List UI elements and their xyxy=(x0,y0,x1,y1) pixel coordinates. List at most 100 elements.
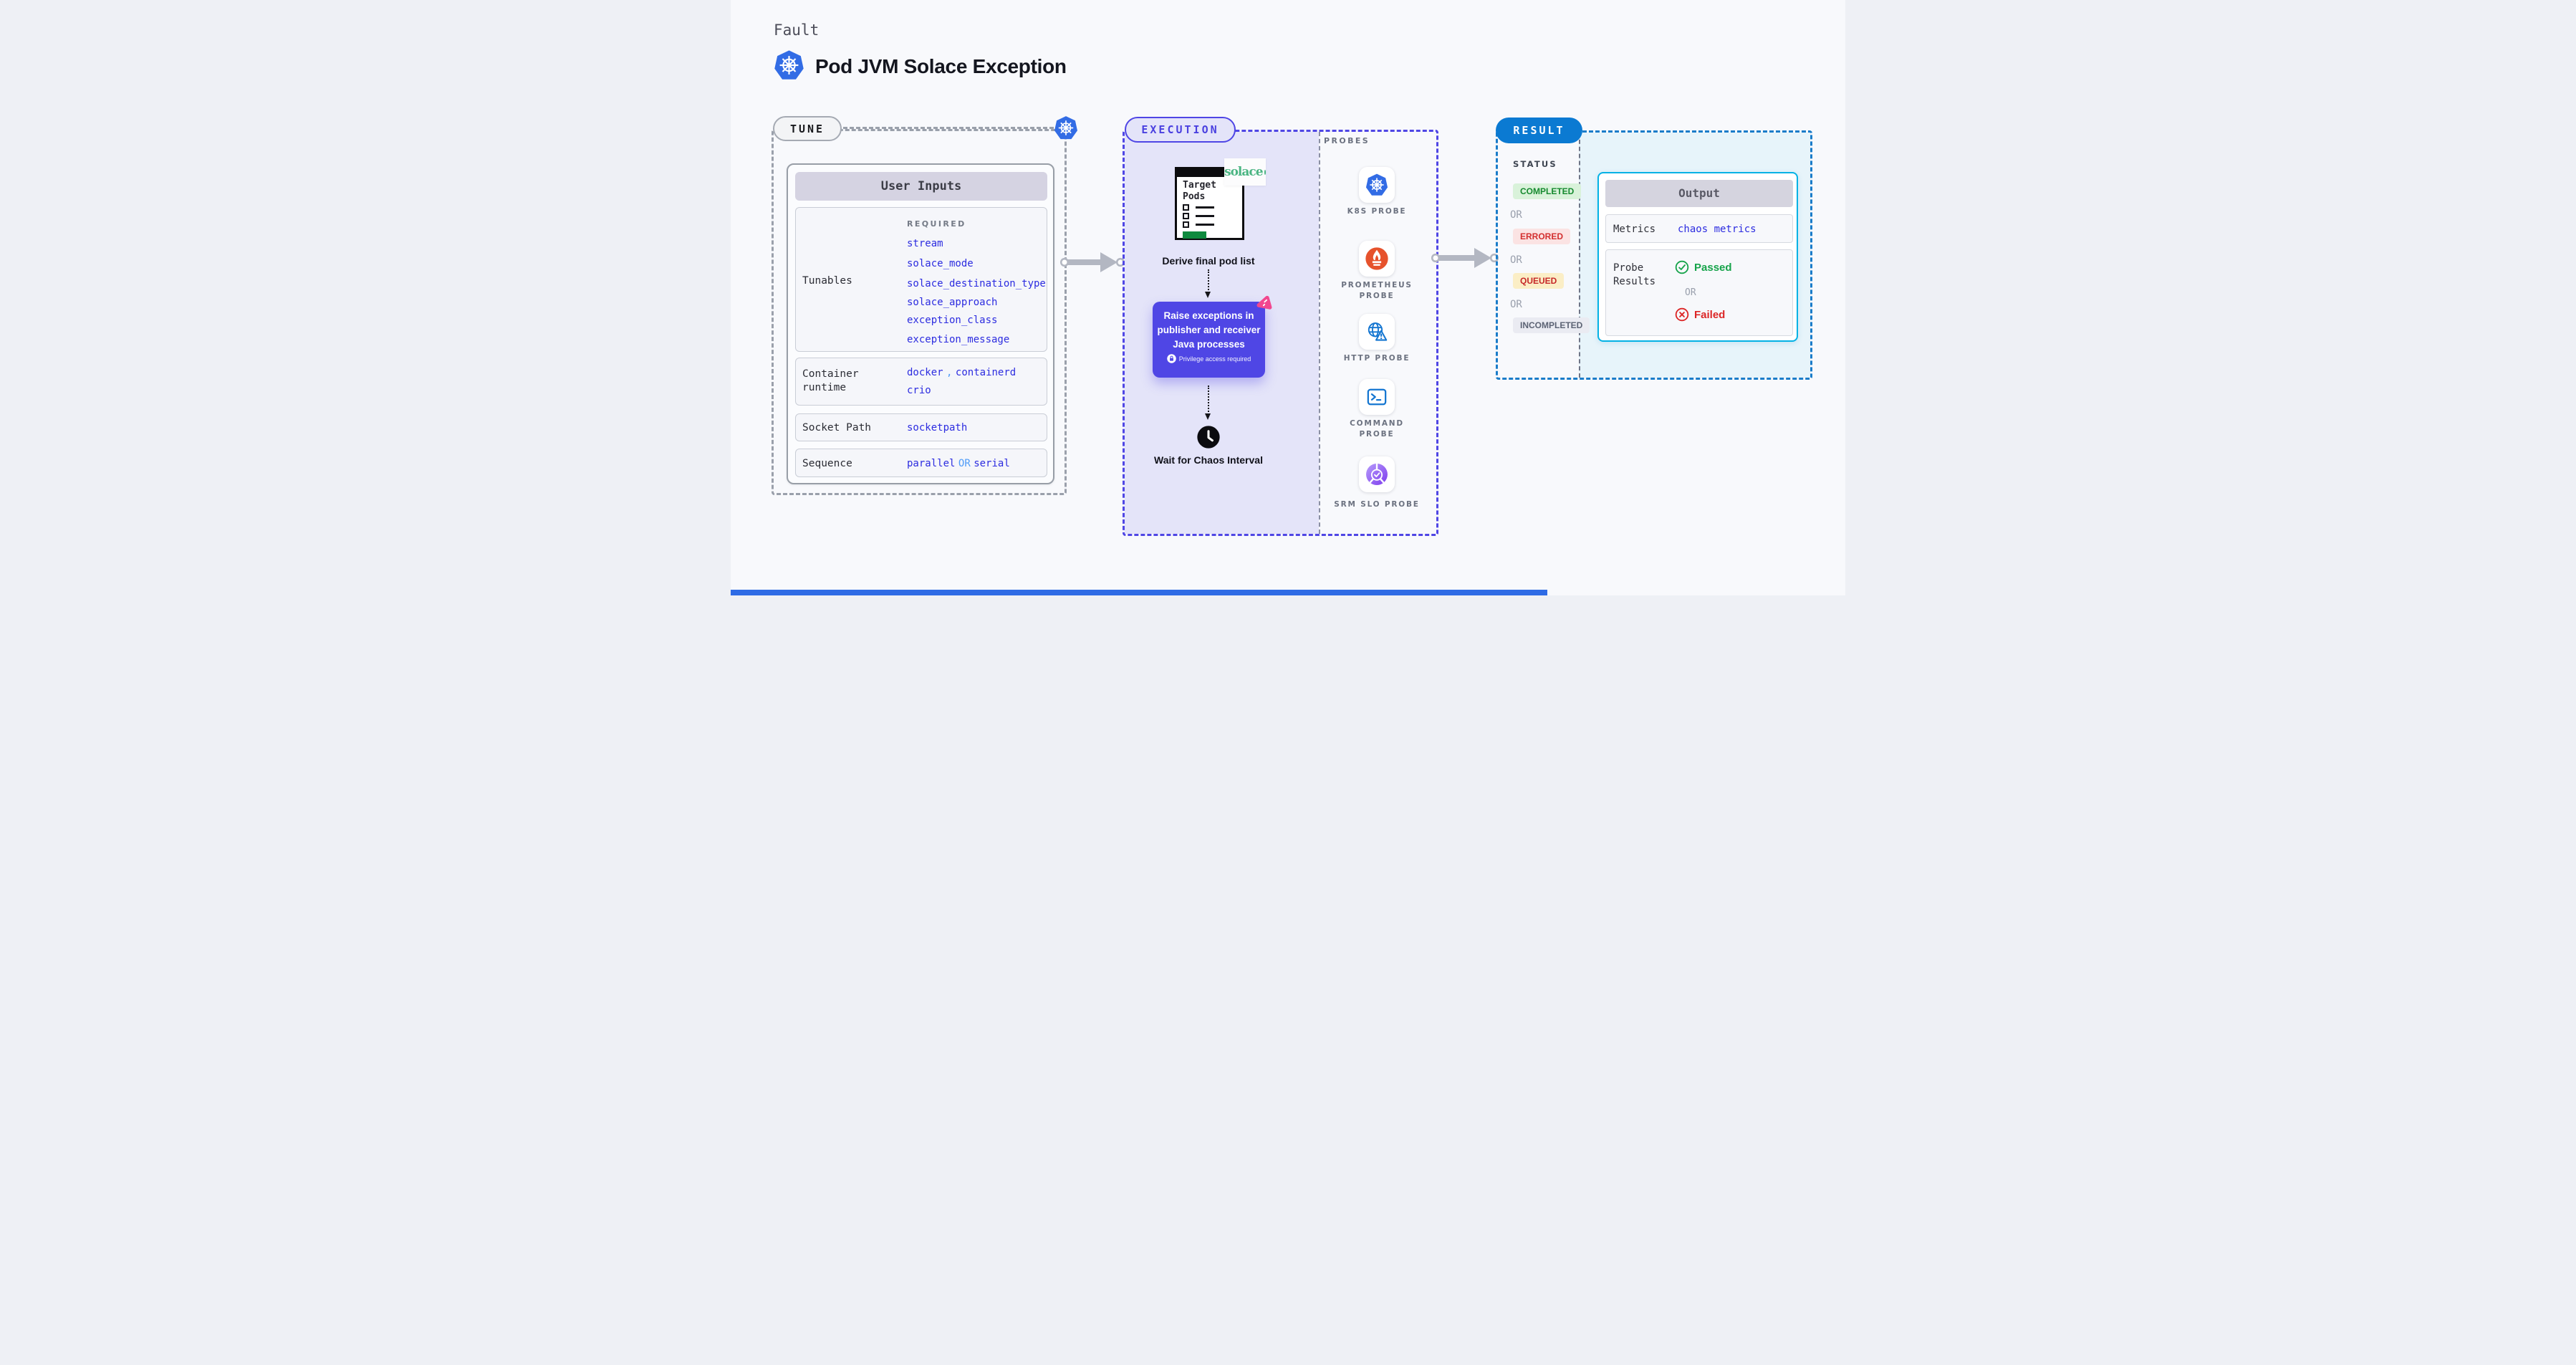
dotted-arrow-down xyxy=(1205,385,1211,420)
kubernetes-icon xyxy=(1054,115,1078,141)
step-wait-interval: Wait for Chaos Interval xyxy=(1154,454,1263,466)
probe-card-command xyxy=(1359,379,1395,415)
or-separator: OR xyxy=(1510,299,1522,310)
status-badge-errored: ERRORED xyxy=(1513,229,1571,244)
result-badge: RESULT xyxy=(1496,118,1582,143)
solace-logo-dot xyxy=(1264,169,1266,175)
step-derive-pod-list: Derive final pod list xyxy=(1162,255,1255,267)
execution-badge-label: EXECUTION xyxy=(1141,123,1219,136)
tunable-link-solace-mode[interactable]: solace_mode xyxy=(907,258,974,269)
status-badge-completed: COMPLETED xyxy=(1513,183,1582,199)
tunables-label: Tunables xyxy=(802,275,852,287)
check-circle-icon xyxy=(1675,260,1689,274)
diagram-canvas: Fault Pod JVM Solace Exception TUNE xyxy=(731,0,1845,595)
tunable-link-solace-approach[interactable]: solace_approach xyxy=(907,297,998,308)
probe-card-http xyxy=(1359,314,1395,350)
socket-path-label: Socket Path xyxy=(802,422,872,434)
slo-check-icon xyxy=(1365,462,1389,487)
chaos-action-box: Raise exceptions in publisher and receiv… xyxy=(1153,302,1265,378)
or-separator: OR xyxy=(1510,254,1522,266)
probe-label-http: HTTP PROBE xyxy=(1343,354,1410,363)
list-line xyxy=(1196,206,1214,209)
sequence-link-serial[interactable]: serial xyxy=(974,458,1010,469)
globe-warning-icon xyxy=(1365,320,1389,344)
checkbox-icon xyxy=(1183,213,1189,219)
target-pods-line1: Target xyxy=(1183,180,1216,191)
runtime-link-crio[interactable]: crio xyxy=(907,385,931,396)
kubernetes-icon xyxy=(1365,173,1388,196)
list-line xyxy=(1196,215,1214,217)
runtime-link-containerd[interactable]: containerd xyxy=(955,367,1017,378)
chaos-logo-icon xyxy=(1254,294,1273,314)
required-label: REQUIRED xyxy=(907,219,966,229)
dotted-arrow-down xyxy=(1205,269,1211,298)
socket-path-row: Socket Path socketpath xyxy=(795,413,1047,441)
execution-badge: EXECUTION xyxy=(1125,117,1236,143)
solace-logo-text: solace xyxy=(1224,165,1264,179)
status-badge-incompleted: INCOMPLETED xyxy=(1513,317,1590,333)
probe-card-srm-slo xyxy=(1359,456,1395,492)
fault-kicker: Fault xyxy=(774,21,820,39)
target-pods-line2: Pods xyxy=(1183,191,1206,202)
chaos-action-text: Raise exceptions in publisher and receiv… xyxy=(1157,310,1261,350)
tune-badge: TUNE xyxy=(773,116,842,141)
user-inputs-title: User Inputs xyxy=(795,172,1047,201)
metrics-label: Metrics xyxy=(1613,224,1656,235)
probe-label-srm-slo: SRM SLO PROBE xyxy=(1334,500,1420,509)
tune-badge-label: TUNE xyxy=(789,122,825,135)
prometheus-icon xyxy=(1365,246,1389,271)
kubernetes-icon xyxy=(774,49,804,82)
socket-path-link[interactable]: socketpath xyxy=(907,422,968,434)
tunable-link-solace-destination-type[interactable]: solace_destination_type xyxy=(907,278,1046,289)
container-runtime-row: Container runtime docker , containerd cr… xyxy=(795,358,1047,406)
solace-logo: solace xyxy=(1224,158,1266,186)
result-badge-label: RESULT xyxy=(1513,124,1565,137)
execution-probes-divider xyxy=(1319,132,1320,534)
runtime-link-docker[interactable]: docker xyxy=(907,367,943,378)
bottom-accent-bar xyxy=(731,590,1547,595)
probe-card-prometheus xyxy=(1359,241,1395,277)
probe-label-prometheus: PROMETHEUS PROBE xyxy=(1341,281,1413,300)
lock-icon xyxy=(1166,354,1176,363)
tunables-row: Tunables REQUIRED stream solace_mode sol… xyxy=(795,207,1047,352)
list-line xyxy=(1196,224,1214,226)
tune-section xyxy=(772,129,1067,495)
sequence-link-parallel[interactable]: parallel xyxy=(907,458,956,469)
window-title-bar xyxy=(1177,169,1242,177)
probe-results-row: Probe Results Passed OR F xyxy=(1605,249,1793,336)
metrics-row: Metrics chaos metrics xyxy=(1605,214,1793,243)
status-label: STATUS xyxy=(1513,159,1557,169)
probe-results-label: Probe Results xyxy=(1613,262,1656,287)
flow-arrow-tune-to-execution xyxy=(1060,249,1125,275)
target-pods-window: Target Pods xyxy=(1175,167,1244,240)
page-title: Pod JVM Solace Exception xyxy=(815,55,1067,77)
checkbox-icon xyxy=(1183,221,1189,228)
passed-label: Passed xyxy=(1694,261,1732,274)
status-badge-queued: QUEUED xyxy=(1513,273,1565,289)
tune-connector-line xyxy=(843,127,1054,129)
output-card: Output Metrics chaos metrics Probe Resul… xyxy=(1597,172,1798,342)
sequence-label: Sequence xyxy=(802,458,852,469)
container-runtime-label: Container runtime xyxy=(802,368,859,393)
privilege-note: Privilege access required xyxy=(1178,355,1251,363)
terminal-icon xyxy=(1365,385,1388,408)
or-separator: OR xyxy=(1510,209,1522,221)
green-button xyxy=(1183,231,1206,239)
probe-card-k8s xyxy=(1359,167,1395,203)
output-title: Output xyxy=(1605,180,1793,207)
probe-label-k8s: K8S PROBE xyxy=(1347,207,1407,216)
tunable-link-exception-message[interactable]: exception_message xyxy=(907,334,1010,345)
tunable-link-exception-class[interactable]: exception_class xyxy=(907,315,998,326)
probes-label: PROBES xyxy=(1324,136,1370,145)
user-inputs-card: User Inputs Tunables REQUIRED stream sol… xyxy=(787,163,1054,484)
flow-arrow-execution-to-result xyxy=(1431,245,1499,271)
x-circle-icon xyxy=(1675,307,1689,322)
tunable-link-stream[interactable]: stream xyxy=(907,238,943,249)
sequence-or: OR xyxy=(958,458,971,469)
or-separator: OR xyxy=(1685,287,1696,298)
chaos-metrics-link[interactable]: chaos metrics xyxy=(1678,224,1756,235)
result-divider xyxy=(1579,133,1580,378)
checkbox-icon xyxy=(1183,204,1189,211)
comma-separator: , xyxy=(946,367,953,378)
probe-label-command: COMMAND PROBE xyxy=(1350,419,1404,439)
